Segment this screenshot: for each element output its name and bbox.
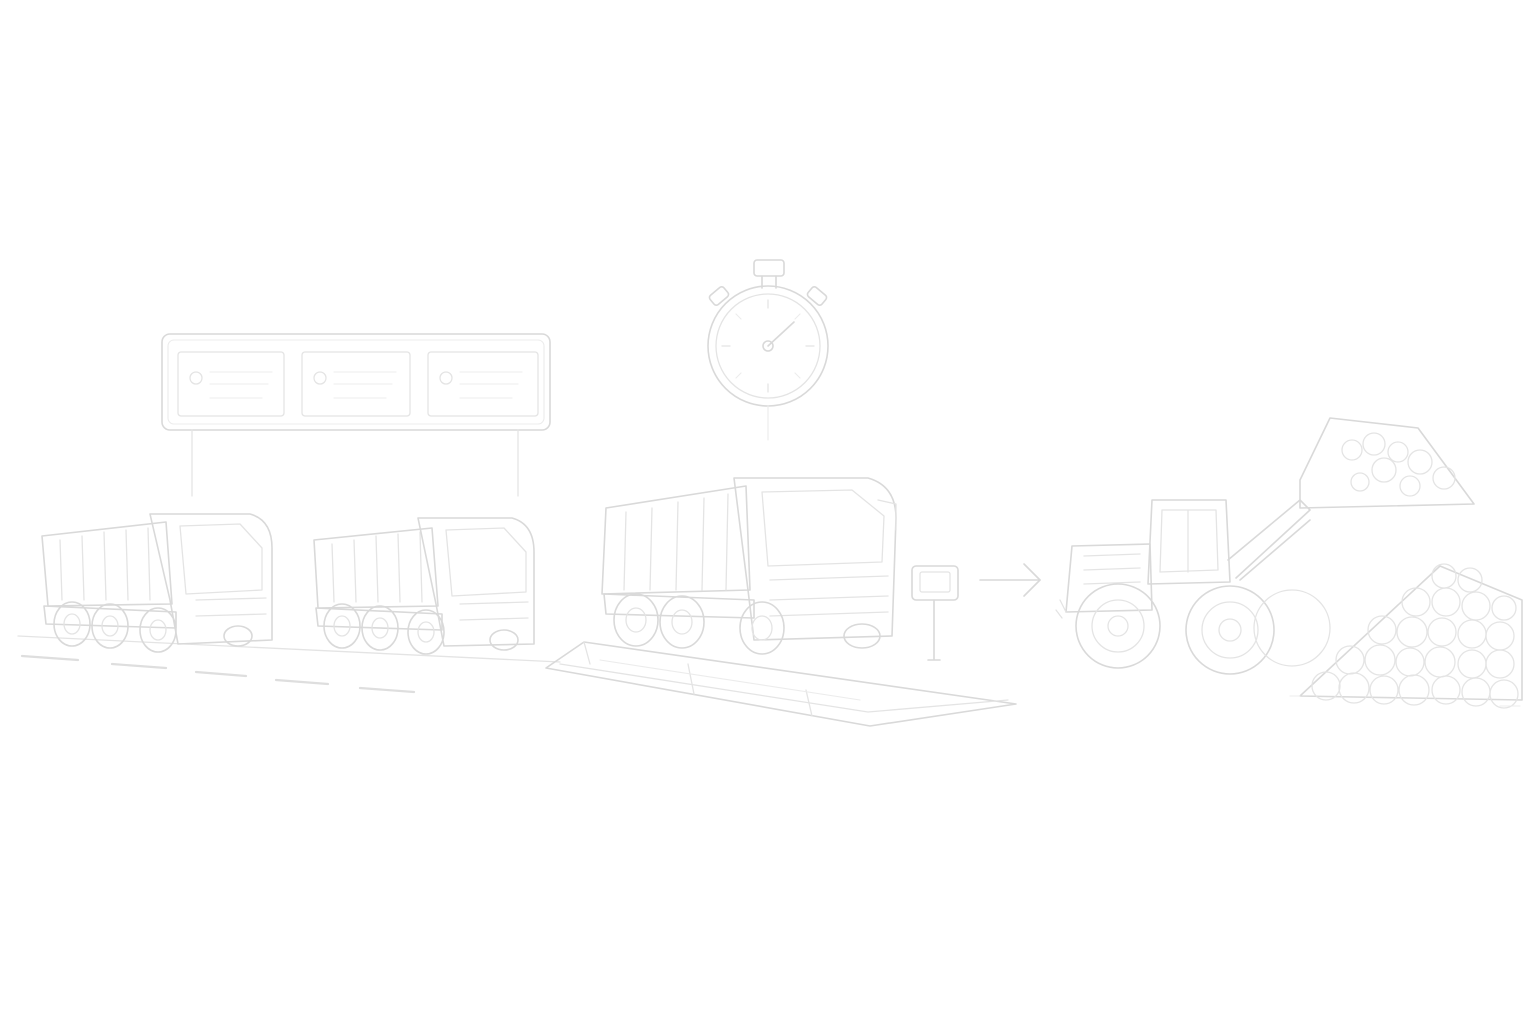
road — [17, 635, 561, 694]
weighbridge-icon — [545, 641, 1017, 727]
arrow-right-icon — [979, 563, 1041, 597]
dump-truck-icon — [313, 517, 535, 655]
wheel-loader-icon — [1055, 417, 1475, 675]
scale-terminal-icon — [911, 565, 959, 661]
stone-pile-icon — [1289, 563, 1523, 709]
stopwatch-icon — [707, 259, 829, 441]
display-board-icon — [161, 333, 551, 497]
dump-truck-icon — [41, 513, 273, 653]
dump-truck-icon — [601, 477, 897, 655]
